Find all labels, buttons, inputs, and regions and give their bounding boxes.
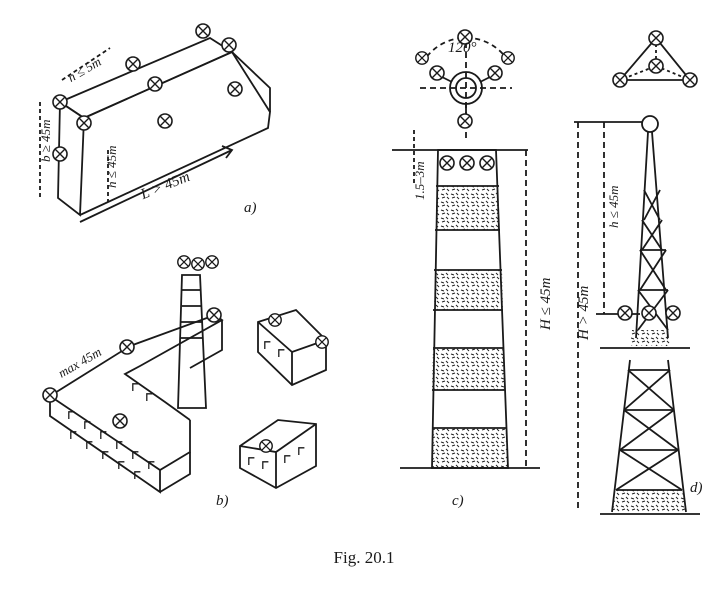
- panel-c-height-label: H ≤ 45m: [538, 277, 554, 331]
- panel-a-label: a): [244, 200, 257, 216]
- panel-a-spacing-label: n ≤ 5m: [65, 54, 104, 85]
- panel-b-label: b): [216, 493, 229, 509]
- panel-d-height-label: H > 45m: [576, 286, 592, 341]
- panel-d: [574, 36, 700, 515]
- panel-a-width-label: b ≥ 45m: [38, 119, 53, 162]
- panel-d-top-lamp-icon: [641, 115, 659, 133]
- panel-c-label: c): [452, 493, 464, 509]
- panel-b-max-label: max 45m: [55, 344, 103, 381]
- panel-a-length-label: L > 45m: [138, 169, 193, 204]
- panel-a-height-label: h ≤ 45m: [104, 145, 119, 188]
- panel-c-angle-label: 120°: [448, 40, 477, 56]
- panel-c-bands: [432, 186, 508, 468]
- panel-d-label: d): [690, 480, 703, 496]
- panel-d-height-low-label: h ≤ 45m: [606, 185, 621, 228]
- panel-c-gap-label: 1.5–3m: [412, 161, 427, 200]
- panel-d-bands: [612, 330, 686, 512]
- panel-c: [392, 36, 540, 469]
- figure-caption: Fig. 20.1: [333, 548, 395, 567]
- panel-b: [49, 274, 327, 494]
